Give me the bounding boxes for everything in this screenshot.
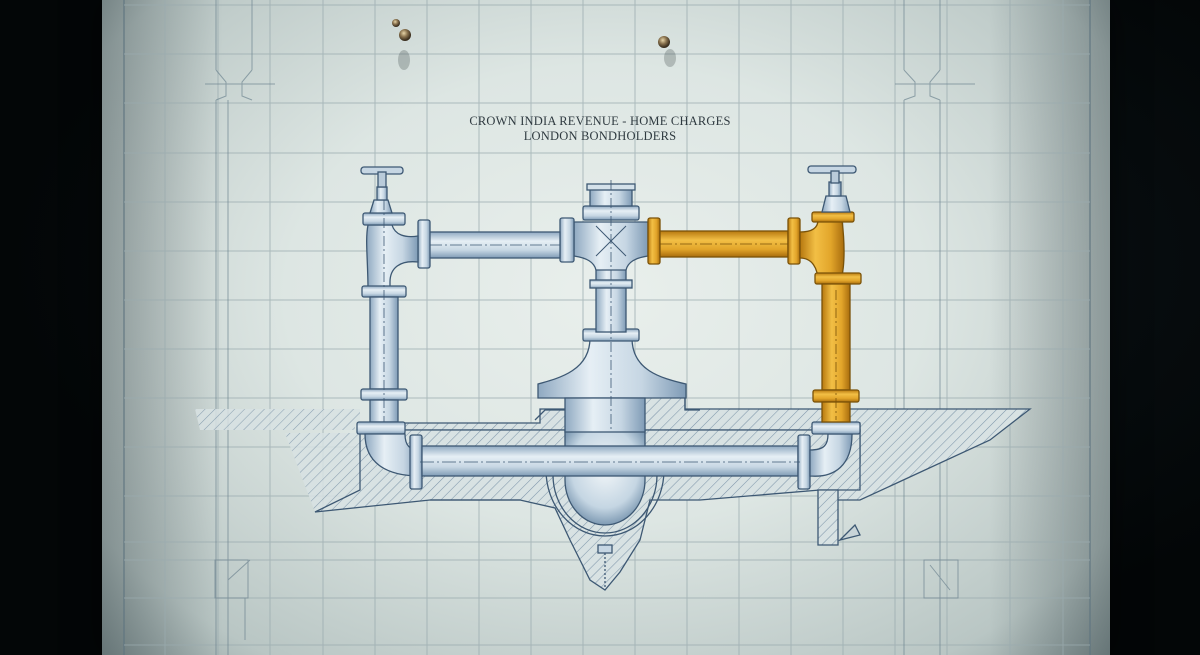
construction-marks xyxy=(205,0,975,655)
central-reservoir xyxy=(537,328,687,433)
right-valve xyxy=(807,165,857,213)
top-left-pipe xyxy=(417,219,561,269)
pushpin-left-icon xyxy=(392,19,411,70)
lower-return-pipe xyxy=(356,421,861,490)
left-riser-assembly xyxy=(360,166,419,430)
pushpin-right-icon xyxy=(658,36,676,67)
right-riser-assembly xyxy=(799,211,862,423)
title-line-2: LONDON BONDHOLDERS xyxy=(523,129,677,143)
title-line-1: CROWN INDIA REVENUE - HOME CHARGES xyxy=(469,114,731,128)
top-right-pipe xyxy=(647,217,801,265)
diagram-title: CROWN INDIA REVENUE - HOME CHARGES LONDO… xyxy=(440,114,760,144)
